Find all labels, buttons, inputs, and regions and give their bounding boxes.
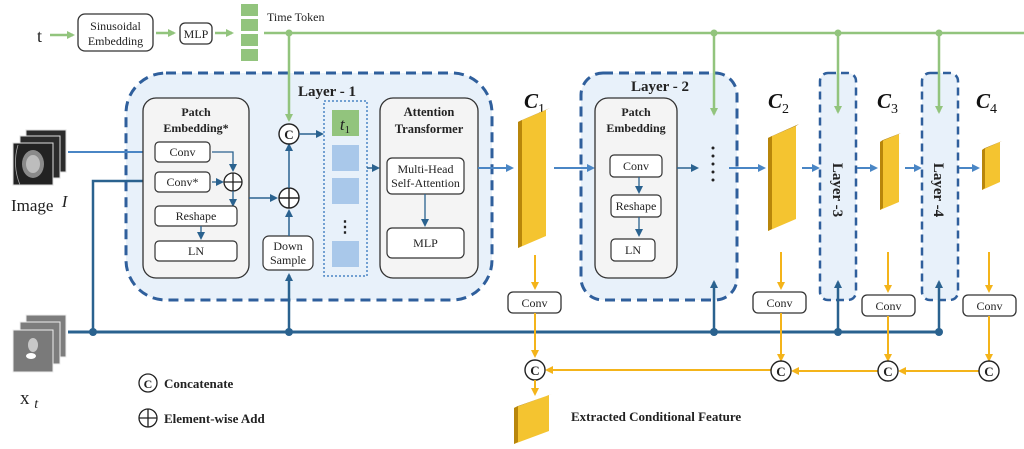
feature-c1-label: C1 [524, 89, 545, 117]
sinusoidal-embedding-box [77, 13, 154, 52]
layer2-conv-box [609, 154, 663, 178]
svg-text:C: C [144, 377, 153, 391]
layer2-conv-label: Conv [623, 159, 649, 173]
svg-text:C: C [284, 127, 293, 142]
concatenate-icon: C [524, 359, 546, 381]
reshape-box [154, 205, 238, 227]
time-token-cell [241, 4, 258, 16]
sinusoidal-label-1: Sinusoidal [90, 19, 141, 33]
feature-c3-label: C3 [877, 89, 898, 117]
layer1-title: Layer - 1 [298, 84, 356, 100]
feature-conv-label-1: Conv [521, 296, 547, 310]
time-token-cell [241, 34, 258, 46]
feature-map-c4 [982, 141, 1002, 190]
legend-concatenate-icon: C [138, 373, 158, 393]
downsample-label-2: Sample [270, 253, 306, 267]
legend-add-label: Element-wise Add [164, 411, 266, 426]
time-token-cell [241, 49, 258, 61]
time-input-label: t [37, 26, 42, 46]
layer4-title: Layer -4 [930, 163, 946, 218]
svg-text:C: C [776, 364, 785, 379]
layer2-reshape-label: Reshape [616, 199, 657, 213]
ln-box [154, 240, 238, 262]
feature-conv-label-3: Conv [875, 299, 901, 313]
feature-c4-label: C4 [976, 89, 997, 117]
patch-token [332, 178, 359, 204]
patch-embedding-title-1: Patch [621, 105, 651, 119]
attention-transformer-title-2: Transformer [395, 122, 464, 136]
conv-box [154, 141, 211, 163]
layer2-reshape-box [610, 194, 662, 218]
concatenate-icon: C [877, 360, 899, 382]
attention-transformer-title-1: Attention [404, 105, 455, 119]
image-label: Image I [11, 192, 69, 215]
patch-token [332, 145, 359, 171]
reshape-label: Reshape [176, 209, 217, 223]
element-add-icon [278, 187, 300, 209]
mhsa-label-2: Self-Attention [391, 176, 460, 190]
layer2-title: Layer - 2 [631, 79, 689, 95]
xt-label: x t [20, 388, 39, 412]
sinusoidal-label-2: Embedding [88, 34, 143, 48]
feature-conv-box-2 [752, 291, 807, 314]
output-label: Extracted Conditional Feature [571, 409, 741, 424]
conv-to-add [212, 151, 237, 172]
svg-text:C: C [984, 364, 993, 379]
time-mlp-box [179, 22, 213, 45]
extracted-feature-map [514, 394, 552, 444]
patch-token [332, 241, 359, 267]
svg-text:C: C [530, 363, 539, 378]
conv-label: Conv [169, 145, 195, 159]
downsample-label-1: Down [273, 239, 302, 253]
element-add-icon [223, 172, 243, 192]
feature-map-c2 [768, 124, 799, 231]
layer2-ellipsis [711, 146, 715, 182]
time-token-label: Time Token [267, 10, 325, 24]
attention-mlp-box [386, 227, 465, 259]
image-input-stack [12, 129, 67, 186]
xt-input-stack [12, 314, 67, 373]
conv-star-label: Conv* [166, 175, 198, 189]
time-token-t1-label: t1 [340, 115, 350, 136]
concatenate-icon: C [978, 360, 1000, 382]
svg-text:C: C [883, 364, 892, 379]
feature-conv-label-4: Conv [976, 299, 1002, 313]
legend-concatenate-label: Concatenate [164, 376, 234, 391]
legend: C Concatenate Element-wise Add [138, 373, 266, 428]
downsample-box [262, 235, 314, 271]
feature-map-c1 [518, 108, 550, 248]
xt-to-conv-star [91, 177, 152, 332]
time-token-t1 [332, 110, 359, 136]
time-token-cell [241, 19, 258, 31]
legend-add-icon [138, 408, 158, 428]
token-ellipsis: ⋮ [337, 219, 353, 236]
layer3-title: Layer -3 [829, 163, 845, 217]
time-mlp-label: MLP [184, 27, 209, 41]
feature-c2-label: C2 [768, 89, 789, 117]
concatenate-icon: C [770, 360, 792, 382]
patch-embedding-star-title-2: Embedding* [163, 121, 228, 135]
layer2-ln-label: LN [625, 243, 641, 257]
patch-embedding-star-title-1: Patch [181, 105, 211, 119]
layer2-ln-box [610, 238, 656, 262]
attention-mlp-label: MLP [413, 236, 438, 250]
patch-embedding-title-2: Embedding [606, 121, 665, 135]
token-column [323, 100, 368, 277]
ln-label: LN [188, 244, 204, 258]
concatenate-icon: C [278, 123, 300, 145]
feature-conv-label-2: Conv [766, 296, 792, 310]
feature-map-c3 [880, 133, 901, 210]
time-token-stack [241, 4, 258, 61]
mhsa-label-1: Multi-Head [398, 162, 454, 176]
conv-star-box [154, 171, 211, 193]
